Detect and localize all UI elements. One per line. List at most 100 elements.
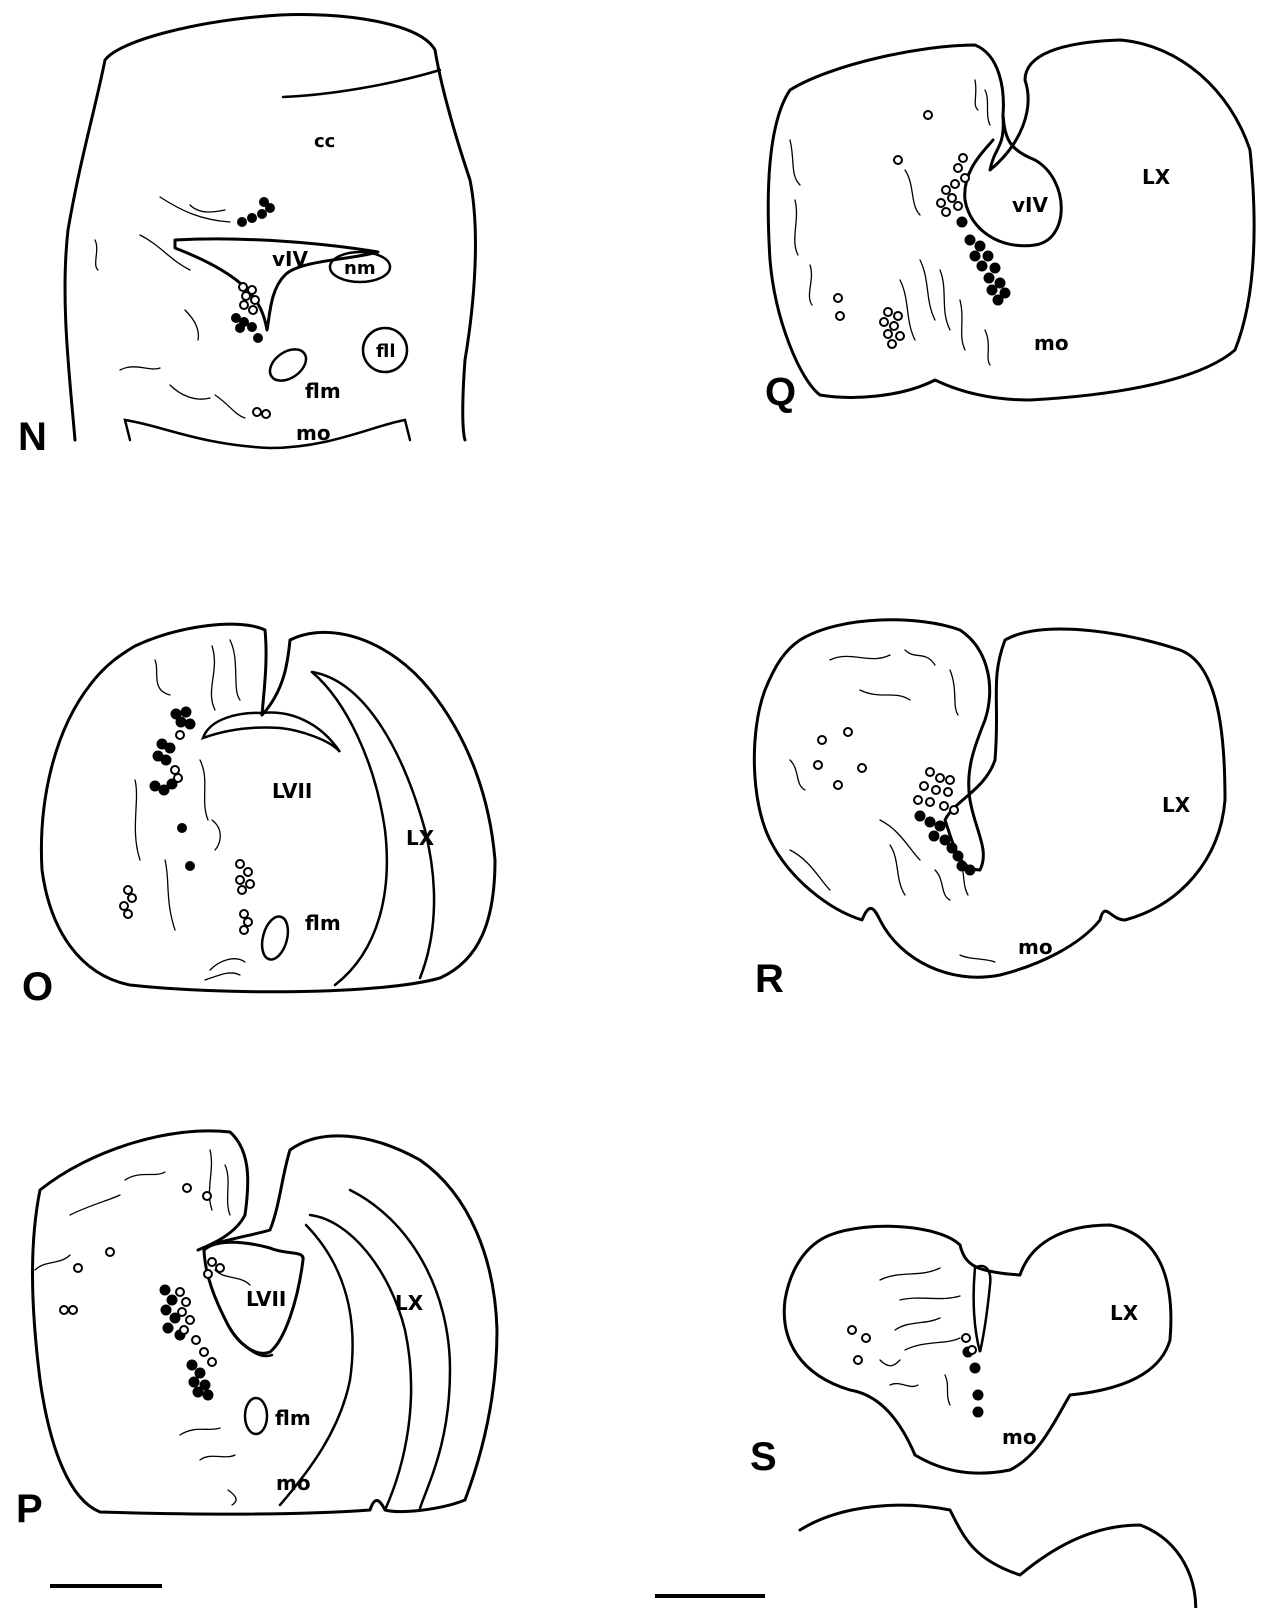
open-cell (216, 1264, 224, 1272)
open-cell (854, 1356, 862, 1364)
open-cell (834, 781, 842, 789)
open-cell (884, 330, 892, 338)
panel-o-lvii-label: LVII (272, 779, 312, 803)
panel-q-fiber (985, 90, 990, 125)
filled-cell (957, 217, 967, 227)
filled-cell (150, 781, 160, 791)
panel-o-fiber (210, 959, 245, 970)
open-cell (926, 798, 934, 806)
filled-cell (181, 707, 191, 717)
panel-r-fiber (880, 820, 920, 860)
open-cell (932, 786, 940, 794)
panel-p-fiber (180, 1428, 220, 1435)
open-cell (208, 1258, 216, 1266)
open-cell (124, 910, 132, 918)
filled-cell (925, 817, 935, 827)
panel-n: cc vIV nm fll flm mo N (18, 14, 475, 459)
panel-p-lx-inner (310, 1215, 411, 1510)
open-cell (203, 1192, 211, 1200)
filled-cell (254, 334, 263, 343)
panel-q-fiber (795, 200, 798, 255)
panel-q: vIV LX mo Q (765, 40, 1254, 414)
panel-s-open-cells (848, 1326, 976, 1364)
panel-o-lx-label: LX (406, 826, 435, 850)
filled-cell (977, 261, 987, 271)
open-cell (942, 186, 950, 194)
panel-q-fiber (790, 140, 800, 185)
open-cell (183, 1184, 191, 1192)
panel-o-fiber (211, 646, 215, 710)
panel-s-fiber (880, 1268, 940, 1280)
panel-s-ventricle (974, 1266, 991, 1352)
panel-r-mo-label: mo (1018, 935, 1053, 959)
panel-p-outline (33, 1131, 498, 1514)
filled-cell (965, 235, 975, 245)
open-cell (186, 1316, 194, 1324)
panel-s-fiber (880, 1360, 900, 1366)
panel-q-mo-label: mo (1034, 331, 1069, 355)
filled-cell (258, 210, 267, 219)
panel-p-lvii-label: LVII (246, 1287, 286, 1311)
panel-n-fll-label: fll (376, 341, 396, 362)
panel-q-fiber (960, 300, 965, 350)
panel-n-label: N (18, 415, 47, 459)
open-cell (176, 1288, 184, 1296)
panel-p-mo-label: mo (276, 1471, 311, 1495)
panel-p-fiber (125, 1172, 165, 1180)
open-cell (818, 736, 826, 744)
panel-o-flm-label: flm (305, 911, 341, 935)
panel-n-fiber (170, 385, 210, 399)
filled-cell (185, 719, 195, 729)
open-cell (69, 1306, 77, 1314)
open-cell (240, 910, 248, 918)
panel-o-outline (41, 624, 495, 992)
open-cell (937, 199, 945, 207)
panel-n-fiber (215, 395, 245, 418)
filled-cell (238, 218, 247, 227)
filled-cell (248, 323, 257, 332)
open-cell (253, 408, 261, 416)
panel-s: LX mo S (750, 1225, 1196, 1608)
open-cell (848, 1326, 856, 1334)
open-cell (858, 764, 866, 772)
panel-o-fiber (212, 820, 220, 850)
panel-n-viv-label: vIV (272, 247, 308, 271)
panel-o-fiber (230, 640, 240, 700)
filled-cell (929, 831, 939, 841)
panel-s-filled-cells (963, 1347, 983, 1417)
panel-r: LX mo R (754, 620, 1225, 1001)
panel-p-fiber (225, 1165, 230, 1215)
open-cell (880, 318, 888, 326)
panel-r-fiber (905, 650, 935, 665)
open-cell (236, 876, 244, 884)
panel-p-fiber (35, 1255, 70, 1270)
panel-n-mo-label: mo (296, 421, 331, 445)
panel-r-fiber (890, 845, 905, 895)
open-cell (936, 774, 944, 782)
open-cell (249, 306, 257, 314)
open-cell (894, 312, 902, 320)
panel-o: LVII LX flm O (22, 624, 495, 1009)
panel-q-lx-label: LX (1142, 165, 1171, 189)
filled-cell (161, 1305, 171, 1315)
panel-o-label: O (22, 965, 53, 1009)
panel-n-nm-label: nm (344, 258, 376, 279)
open-cell (961, 174, 969, 182)
open-cell (182, 1298, 190, 1306)
filled-cell (160, 1285, 170, 1295)
open-cell (894, 156, 902, 164)
filled-cell (260, 198, 269, 207)
filled-cell (178, 824, 187, 833)
panel-r-fiber (960, 955, 995, 962)
open-cell (942, 208, 950, 216)
panel-p-flm-label: flm (275, 1406, 311, 1430)
open-cell (238, 886, 246, 894)
panel-n-fiber (190, 205, 225, 212)
filled-cell (203, 1390, 213, 1400)
panel-s-fiber (945, 1375, 950, 1405)
open-cell (60, 1306, 68, 1314)
panel-q-outline (768, 40, 1254, 400)
filled-cell (973, 1390, 983, 1400)
panel-o-fiber (135, 780, 140, 860)
panel-o-flm-outline (258, 914, 293, 963)
